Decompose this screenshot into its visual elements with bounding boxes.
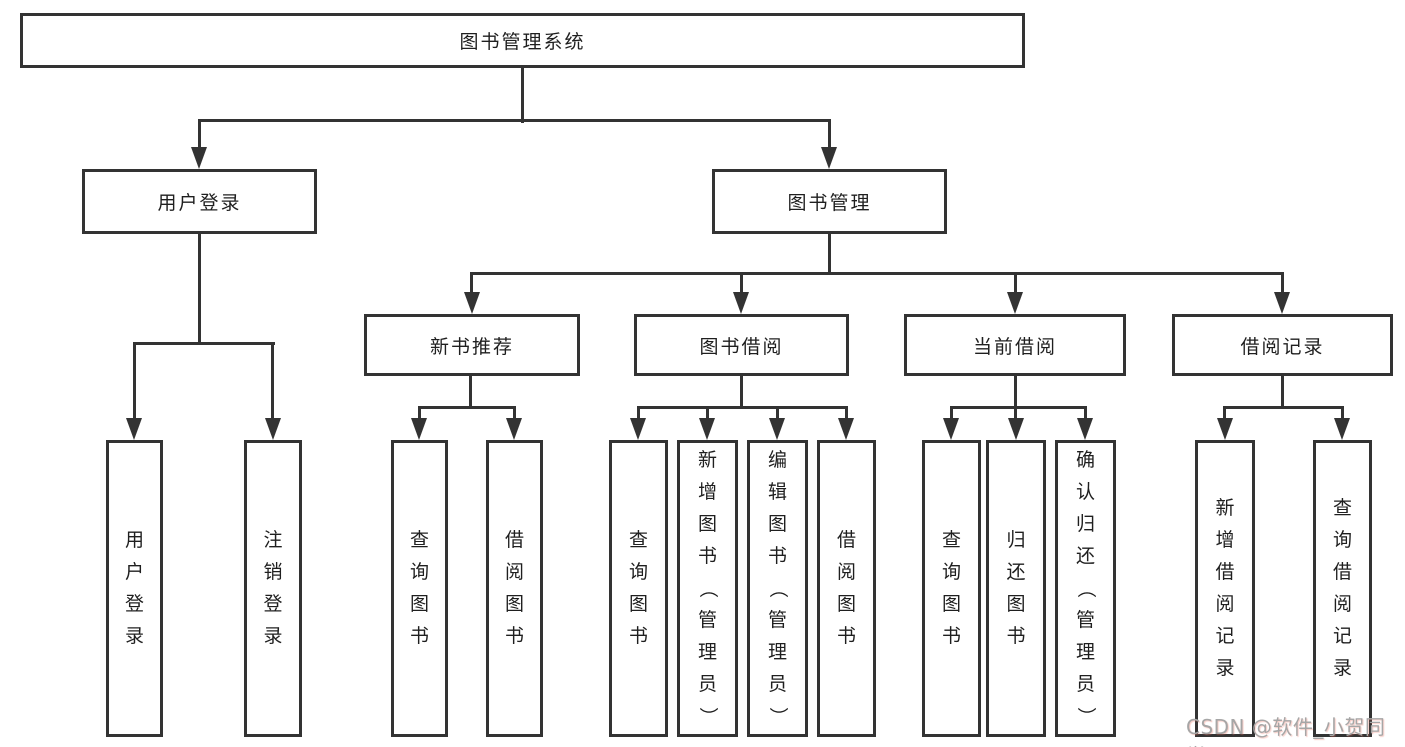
arrow-down-icon <box>126 418 142 440</box>
arrow-down-icon <box>821 147 837 169</box>
leaf-edit-book-admin-label: 编辑图书（管理员） <box>766 449 789 727</box>
edge-line <box>1223 406 1226 423</box>
edge-line <box>133 342 136 423</box>
edge-line <box>637 406 640 423</box>
leaf-query-books-recommend-label: 查询图书 <box>409 529 429 647</box>
leaf-borrow-books-recommend: 借阅图书 <box>486 440 543 737</box>
leaf-edit-book-admin: 编辑图书（管理员） <box>747 440 808 737</box>
edge-line <box>706 406 709 423</box>
leaf-query-borrow-record-label: 查询借阅记录 <box>1332 497 1352 679</box>
arrow-down-icon <box>733 292 749 314</box>
edge-line <box>198 119 831 122</box>
arrow-down-icon <box>769 418 785 440</box>
node-book-borrow-label: 图书借阅 <box>699 335 784 358</box>
node-user-login: 用户登录 <box>82 169 317 234</box>
arrow-down-icon <box>411 418 427 440</box>
leaf-add-borrow-record: 新增借阅记录 <box>1195 440 1255 737</box>
leaf-add-book-admin-label: 新增图书（管理员） <box>696 449 719 727</box>
edge-line <box>845 406 848 423</box>
edge-line <box>469 374 472 409</box>
edge-line <box>1014 406 1017 423</box>
leaf-add-borrow-record-label: 新增借阅记录 <box>1215 497 1235 679</box>
edge-line <box>740 272 743 297</box>
leaf-user-login-label: 用户登录 <box>124 529 144 647</box>
arrow-down-icon <box>1274 292 1290 314</box>
arrow-down-icon <box>1334 418 1350 440</box>
edge-line <box>950 406 1087 409</box>
leaf-return-book-label: 归还图书 <box>1006 529 1026 647</box>
arrow-down-icon <box>1007 292 1023 314</box>
arrow-down-icon <box>838 418 854 440</box>
arrow-down-icon <box>265 418 281 440</box>
edge-line <box>513 406 516 423</box>
edge-line <box>418 406 516 409</box>
arrow-down-icon <box>630 418 646 440</box>
node-current-borrow-label: 当前借阅 <box>972 335 1057 358</box>
arrow-down-icon <box>506 418 522 440</box>
node-book-management-label: 图书管理 <box>787 192 872 214</box>
node-borrow-records-label: 借阅记录 <box>1240 335 1325 358</box>
edge-line <box>1014 272 1017 297</box>
edge-line <box>1281 272 1284 297</box>
node-root-label: 图书管理系统 <box>459 31 586 53</box>
leaf-query-books-recommend: 查询图书 <box>391 440 448 737</box>
edge-line <box>1223 406 1344 409</box>
node-root: 图书管理系统 <box>20 13 1025 68</box>
edge-line <box>776 406 779 423</box>
leaf-add-book-admin: 新增图书（管理员） <box>677 440 738 737</box>
edge-line <box>1341 406 1344 423</box>
node-user-login-label: 用户登录 <box>157 192 242 214</box>
leaf-return-book: 归还图书 <box>986 440 1046 737</box>
arrow-down-icon <box>1077 418 1093 440</box>
edge-line <box>521 66 524 123</box>
edge-line <box>271 342 274 423</box>
edge-line <box>418 406 421 423</box>
arrow-down-icon <box>1008 418 1024 440</box>
node-book-management: 图书管理 <box>712 169 947 234</box>
leaf-query-borrow-record: 查询借阅记录 <box>1313 440 1372 737</box>
node-new-book-recommend: 新书推荐 <box>364 314 580 376</box>
arrow-down-icon <box>699 418 715 440</box>
edge-line <box>950 406 953 423</box>
node-book-borrow: 图书借阅 <box>634 314 849 376</box>
edge-line <box>637 406 848 409</box>
leaf-logout: 注销登录 <box>244 440 302 737</box>
leaf-query-books-borrow: 查询图书 <box>609 440 668 737</box>
node-new-book-recommend-label: 新书推荐 <box>429 335 514 358</box>
leaf-confirm-return-admin-label: 确认归还（管理员） <box>1074 449 1097 727</box>
node-current-borrow: 当前借阅 <box>904 314 1126 376</box>
leaf-logout-label: 注销登录 <box>263 529 283 647</box>
leaf-query-books-borrow-label: 查询图书 <box>628 529 648 647</box>
arrow-down-icon <box>1217 418 1233 440</box>
leaf-borrow-books-label: 借阅图书 <box>836 529 856 647</box>
edge-line <box>470 272 473 297</box>
watermark-text: CSDN @软件_小贺同学 <box>1186 715 1386 747</box>
arrow-down-icon <box>464 292 480 314</box>
leaf-user-login: 用户登录 <box>106 440 163 737</box>
edge-line <box>1084 406 1087 423</box>
edge-line <box>1014 374 1017 409</box>
edge-line <box>198 119 201 152</box>
leaf-query-books-current-label: 查询图书 <box>941 529 961 647</box>
edge-line <box>470 272 1284 275</box>
edge-line <box>828 119 831 152</box>
edge-line <box>198 232 201 345</box>
edge-line <box>740 374 743 409</box>
arrow-down-icon <box>943 418 959 440</box>
leaf-borrow-books: 借阅图书 <box>817 440 876 737</box>
leaf-confirm-return-admin: 确认归还（管理员） <box>1055 440 1116 737</box>
leaf-query-books-current: 查询图书 <box>922 440 981 737</box>
edge-line <box>133 342 275 345</box>
edge-line <box>1281 374 1284 409</box>
node-borrow-records: 借阅记录 <box>1172 314 1393 376</box>
edge-line <box>828 232 831 275</box>
leaf-borrow-books-recommend-label: 借阅图书 <box>504 529 524 647</box>
arrow-down-icon <box>191 147 207 169</box>
